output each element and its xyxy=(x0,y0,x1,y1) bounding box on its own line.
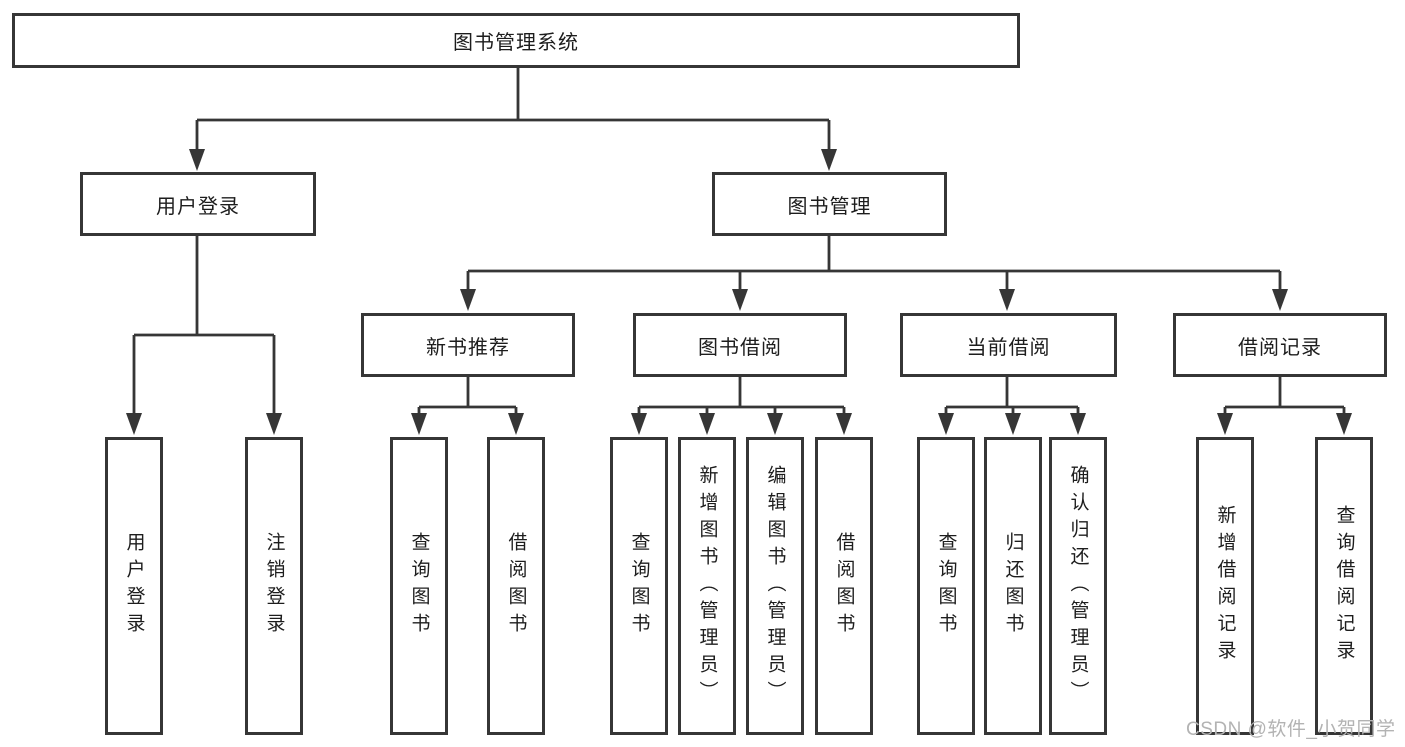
leaf-return-books: 归还图书 xyxy=(984,437,1042,735)
leaf-query-books-current: 查询图书 xyxy=(917,437,975,735)
csdn-watermark: CSDN @软件_小贺同学 xyxy=(1186,719,1396,740)
node-user-login: 用户登录 xyxy=(80,172,316,236)
node-new-book-recommendation: 新书推荐 xyxy=(361,313,575,377)
leaf-add-borrow-record: 新增借阅记录 xyxy=(1196,437,1254,735)
node-library-management-system: 图书管理系统 xyxy=(12,13,1020,68)
leaf-confirm-return-admin: 确认归还（管理员） xyxy=(1049,437,1107,735)
leaf-user-login: 用户登录 xyxy=(105,437,163,735)
node-current-borrowing: 当前借阅 xyxy=(900,313,1117,377)
node-borrowing-records: 借阅记录 xyxy=(1173,313,1387,377)
node-book-borrowing: 图书借阅 xyxy=(633,313,847,377)
leaf-query-borrow-record: 查询借阅记录 xyxy=(1315,437,1373,735)
leaf-query-books-recommend: 查询图书 xyxy=(390,437,448,735)
leaf-query-books-borrowing: 查询图书 xyxy=(610,437,668,735)
node-book-management: 图书管理 xyxy=(712,172,947,236)
leaf-logout: 注销登录 xyxy=(245,437,303,735)
leaf-add-books-admin: 新增图书（管理员） xyxy=(678,437,736,735)
leaf-edit-books-admin: 编辑图书（管理员） xyxy=(746,437,804,735)
leaf-borrow-books-borrowing: 借阅图书 xyxy=(815,437,873,735)
leaf-borrow-books-recommend: 借阅图书 xyxy=(487,437,545,735)
